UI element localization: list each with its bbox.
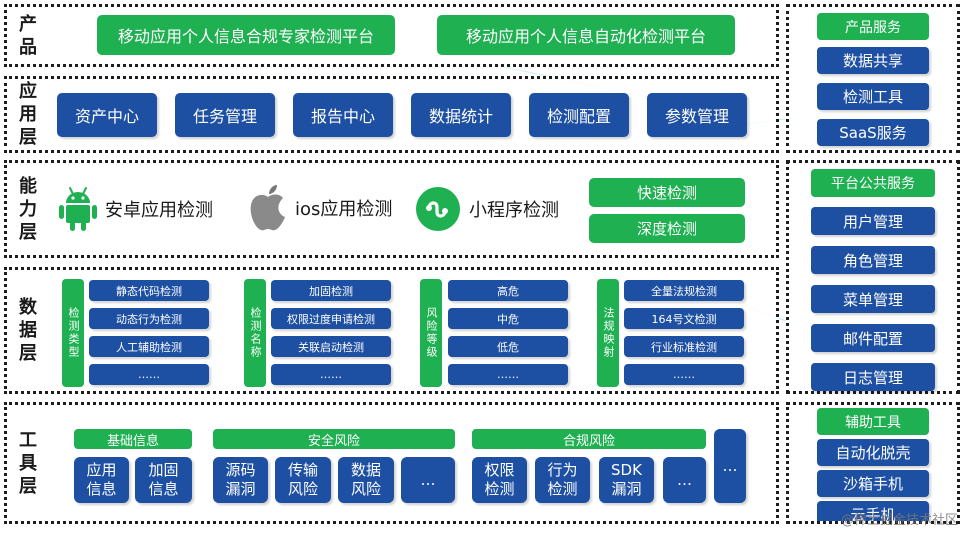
ios-detection-label: ios应用检测	[295, 199, 393, 220]
data-item[interactable]: ……	[448, 364, 568, 385]
tool-item[interactable]: 加固 信息	[135, 457, 192, 503]
apple-icon	[247, 183, 289, 233]
android-detection-label: 安卓应用检测	[105, 200, 213, 221]
risk-level-tag: 风险等级	[420, 279, 442, 387]
tool-section-header: 基础信息	[74, 429, 192, 449]
layer-title: 应用层	[19, 81, 37, 148]
layer-title: 数据层	[19, 297, 37, 364]
sidebar-item[interactable]: 角色管理	[811, 246, 935, 274]
data-item[interactable]: ……	[624, 364, 744, 385]
sidebar-item[interactable]: SaaS服务	[817, 119, 929, 146]
detection-type-tag: 检测类型	[62, 279, 84, 387]
data-item[interactable]: 静态代码检测	[89, 280, 209, 301]
sidebar-item[interactable]: 菜单管理	[811, 285, 935, 313]
data-item[interactable]: 高危	[448, 280, 568, 301]
tool-item[interactable]: 源码 漏洞	[213, 457, 268, 503]
data-item[interactable]: 权限过度申请检测	[271, 308, 391, 329]
quick-detection-button[interactable]: 快速检测	[589, 178, 745, 207]
data-layer: 数据层 检测类型 静态代码检测 动态行为检测 人工辅助检测 …… 检测名称 加固…	[4, 267, 779, 394]
sidebar-item[interactable]: 用户管理	[811, 207, 935, 235]
module-parameter-management[interactable]: 参数管理	[647, 93, 747, 137]
module-task-management[interactable]: 任务管理	[175, 93, 275, 137]
sidebar-item[interactable]: 检测工具	[817, 83, 929, 110]
data-item[interactable]: ……	[89, 364, 209, 385]
data-item[interactable]: 164号文检测	[624, 308, 744, 329]
layer-title: 产品	[19, 13, 37, 58]
sidebar-item[interactable]: 数据共享	[817, 47, 929, 74]
tool-item[interactable]: 传输 风险	[275, 457, 331, 503]
mini-program-icon	[415, 186, 461, 232]
platform-expert-button[interactable]: 移动应用个人信息合规专家检测平台	[97, 15, 395, 55]
data-item[interactable]: 加固检测	[271, 280, 391, 301]
data-item[interactable]: ……	[271, 364, 391, 385]
module-detection-config[interactable]: 检测配置	[529, 93, 629, 137]
sidebar-platform-services: 平台公共服务 用户管理 角色管理 菜单管理 邮件配置 日志管理	[786, 160, 960, 394]
sidebar-item[interactable]: 邮件配置	[811, 324, 935, 352]
android-detection-item[interactable]: 安卓应用检测	[57, 185, 213, 233]
mini-program-detection-label: 小程序检测	[469, 200, 559, 221]
tool-extra-item[interactable]: …	[714, 429, 746, 503]
data-item[interactable]: 中危	[448, 308, 568, 329]
sidebar-header: 产品服务	[817, 13, 929, 40]
sidebar-product-services: 产品服务 数据共享 检测工具 SaaS服务	[786, 4, 960, 153]
tool-item[interactable]: 应用 信息	[74, 457, 129, 503]
module-asset-center[interactable]: 资产中心	[57, 93, 157, 137]
watermark: @稀土掘金技术社区	[840, 513, 958, 528]
sidebar-item[interactable]: 云手机	[817, 501, 929, 521]
detection-name-tag: 检测名称	[244, 279, 266, 387]
sidebar-item[interactable]: 自动化脱壳	[817, 439, 929, 466]
ios-detection-item[interactable]: ios应用检测	[247, 183, 392, 233]
android-icon	[57, 185, 99, 233]
tool-layer: 工具层 基础信息 应用 信息 加固 信息 安全风险 源码 漏洞 传输 风险 数据…	[4, 402, 779, 524]
platform-auto-button[interactable]: 移动应用个人信息自动化检测平台	[437, 15, 735, 55]
data-item[interactable]: 行业标准检测	[624, 336, 744, 357]
data-item[interactable]: 人工辅助检测	[89, 336, 209, 357]
layer-title: 能力层	[19, 175, 37, 243]
regulation-mapping-tag: 法规映射	[597, 279, 619, 387]
module-report-center[interactable]: 报告中心	[293, 93, 393, 137]
mini-program-detection-item[interactable]: 小程序检测	[415, 185, 559, 233]
sidebar-header: 平台公共服务	[811, 169, 935, 197]
tool-item[interactable]: 权限 检测	[472, 457, 527, 503]
data-item[interactable]: 低危	[448, 336, 568, 357]
capability-layer: 能力层 安卓应用检测 ios应用检测	[4, 160, 779, 258]
sidebar-auxiliary-tools: 辅助工具 自动化脱壳 沙箱手机 云手机	[786, 402, 960, 524]
sidebar-item[interactable]: 沙箱手机	[817, 470, 929, 497]
module-data-statistics[interactable]: 数据统计	[411, 93, 511, 137]
tool-section-header: 安全风险	[213, 429, 455, 449]
layer-title: 工具层	[19, 429, 37, 497]
tool-item[interactable]: 数据 风险	[338, 457, 394, 503]
tool-item[interactable]: 行为 检测	[535, 457, 590, 503]
tool-item[interactable]: SDK 漏洞	[599, 457, 654, 503]
tool-item[interactable]: …	[401, 457, 455, 503]
tool-item[interactable]: …	[663, 457, 706, 503]
application-layer: 应用层 资产中心 任务管理 报告中心 数据统计 检测配置 参数管理	[4, 76, 779, 153]
product-layer: 产品 移动应用个人信息合规专家检测平台 移动应用个人信息自动化检测平台	[4, 4, 779, 67]
sidebar-header: 辅助工具	[817, 408, 929, 435]
data-item[interactable]: 关联启动检测	[271, 336, 391, 357]
data-item[interactable]: 全量法规检测	[624, 280, 744, 301]
tool-section-header: 合规风险	[472, 429, 706, 449]
data-item[interactable]: 动态行为检测	[89, 308, 209, 329]
sidebar-item[interactable]: 日志管理	[811, 363, 935, 391]
deep-detection-button[interactable]: 深度检测	[589, 214, 745, 243]
